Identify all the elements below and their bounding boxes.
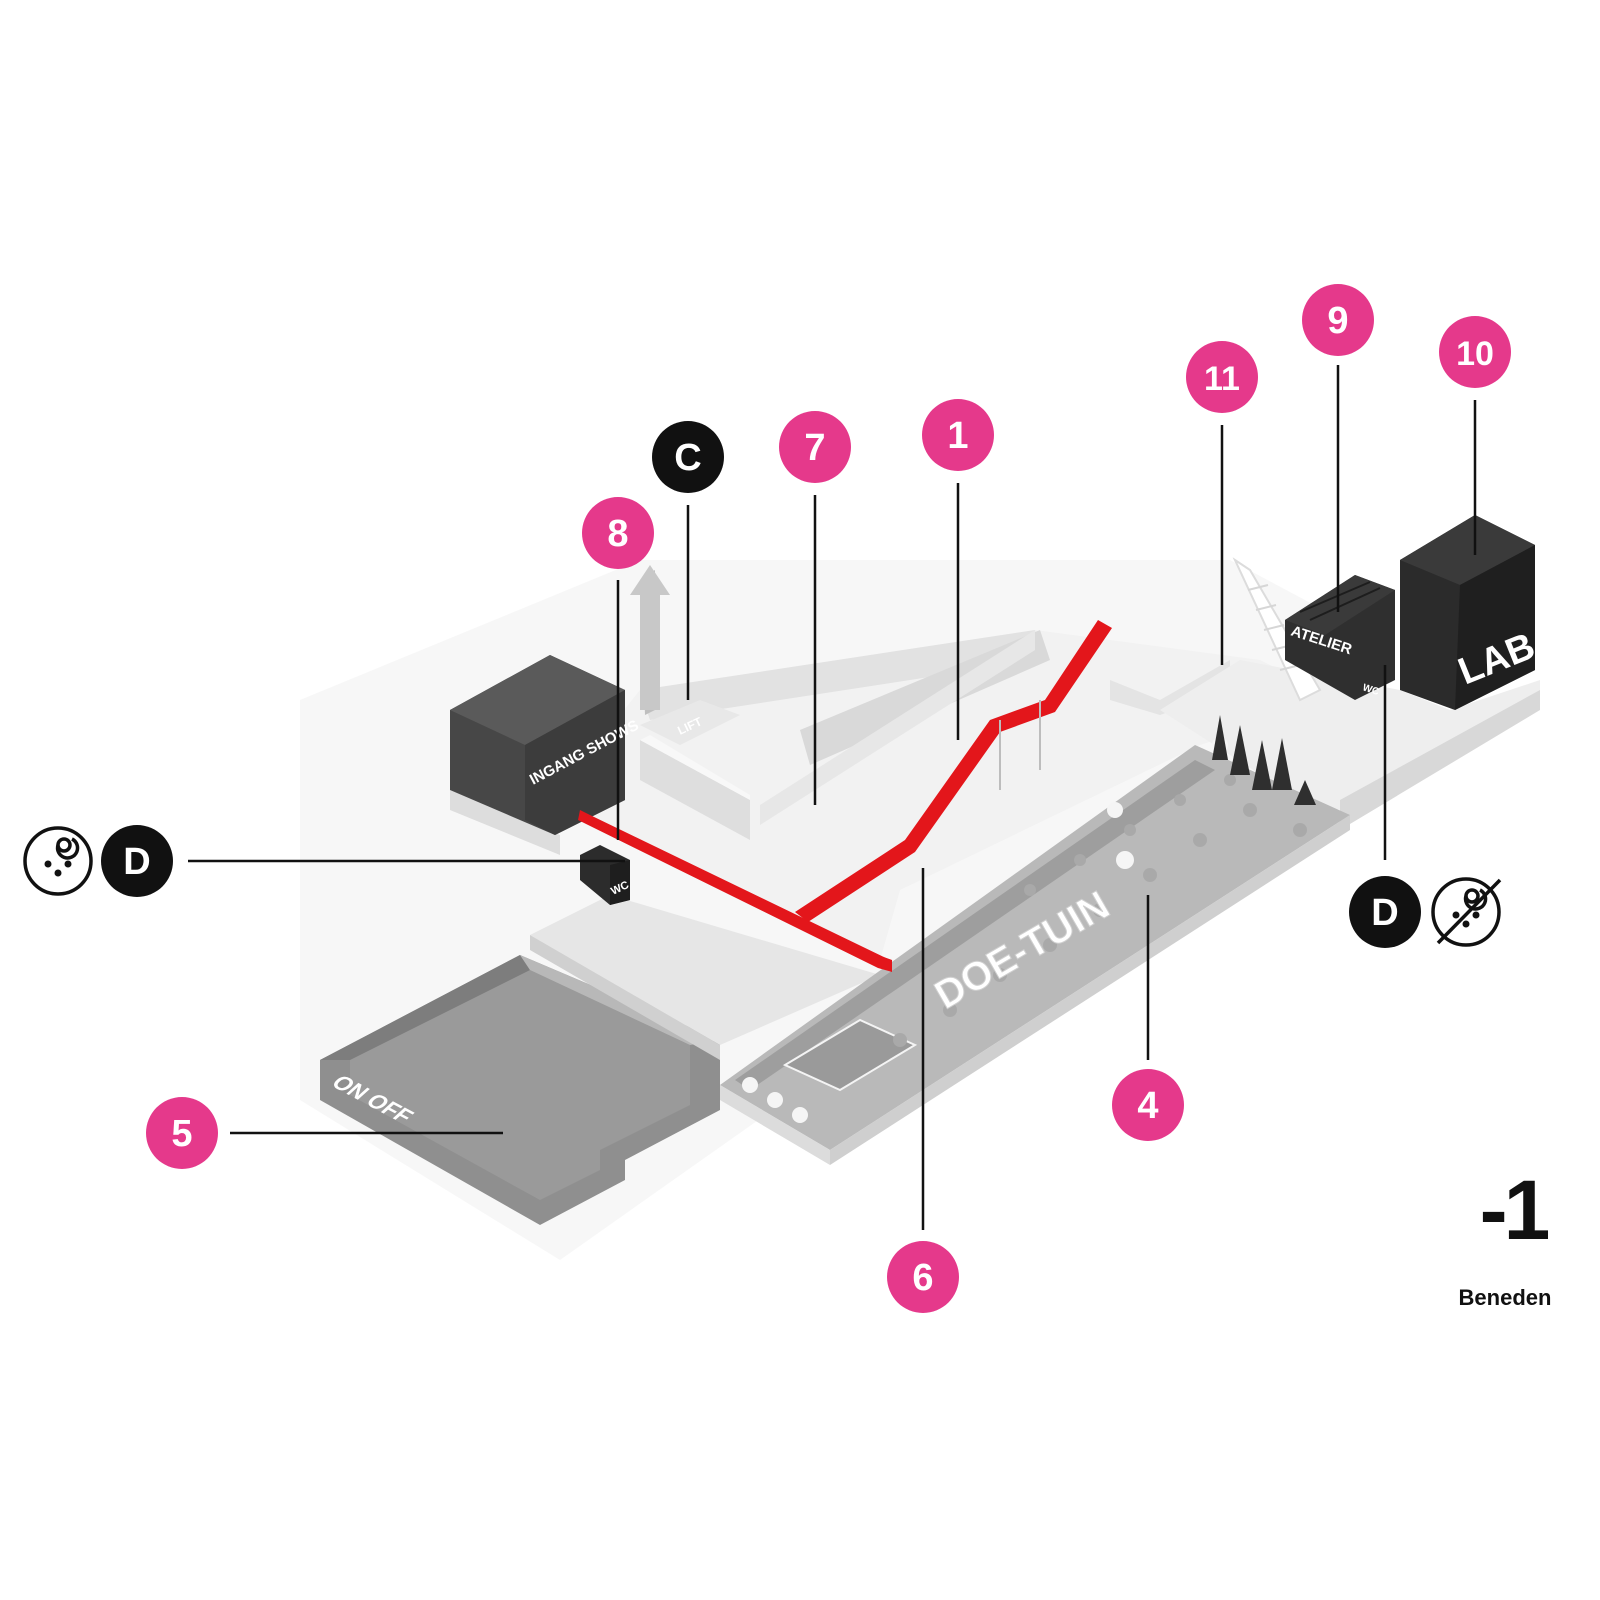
pin-5[interactable]: 5	[146, 1097, 218, 1169]
pin-9-label: 9	[1327, 300, 1348, 342]
doe-tuin-garden: DOE-TUIN	[720, 715, 1350, 1165]
wc-right-label: WC	[1361, 682, 1380, 698]
atelier-building: ATELIER WC	[1285, 575, 1395, 700]
pin-5-label: 5	[171, 1113, 192, 1155]
baby-changing-icon	[23, 826, 93, 896]
marker-d-right-label: D	[1371, 892, 1398, 934]
pin-11[interactable]: 11	[1186, 341, 1258, 413]
pin-4[interactable]: 4	[1112, 1069, 1184, 1141]
route-path	[578, 620, 1112, 972]
pin-10[interactable]: 10	[1439, 316, 1511, 388]
marker-d-right[interactable]: D	[1349, 876, 1421, 948]
lift: LIFT	[630, 565, 740, 745]
pin-1[interactable]: 1	[922, 399, 994, 471]
pin-6-label: 6	[912, 1257, 933, 1299]
pin-4-label: 4	[1137, 1085, 1158, 1127]
pin-7[interactable]: 7	[779, 411, 851, 483]
marker-c-label: C	[674, 437, 701, 479]
pin-6[interactable]: 6	[887, 1241, 959, 1313]
pin-7-label: 7	[804, 427, 825, 469]
route-poles	[999, 700, 1041, 790]
pin-8-label: 8	[607, 513, 628, 555]
lab-building: LAB	[1400, 515, 1541, 710]
floor-name: Beneden	[1458, 1285, 1552, 1310]
right-platform	[1160, 660, 1540, 830]
pin-9[interactable]: 9	[1302, 284, 1374, 356]
ingang-shows-building: INGANG SHOWS	[450, 655, 642, 855]
pin-11-label: 11	[1204, 360, 1240, 398]
pin-1-label: 1	[947, 415, 968, 457]
pin-8[interactable]: 8	[582, 497, 654, 569]
pin-10-label: 10	[1456, 335, 1494, 373]
lower-floor	[530, 895, 880, 1060]
marker-d-left[interactable]: D	[101, 825, 173, 897]
marker-d-left-label: D	[123, 841, 150, 883]
marker-c[interactable]: C	[652, 421, 724, 493]
floor-number: -1	[1479, 1163, 1551, 1257]
leader-lines	[188, 365, 1477, 1230]
no-baby-changing-icon	[1431, 877, 1502, 947]
